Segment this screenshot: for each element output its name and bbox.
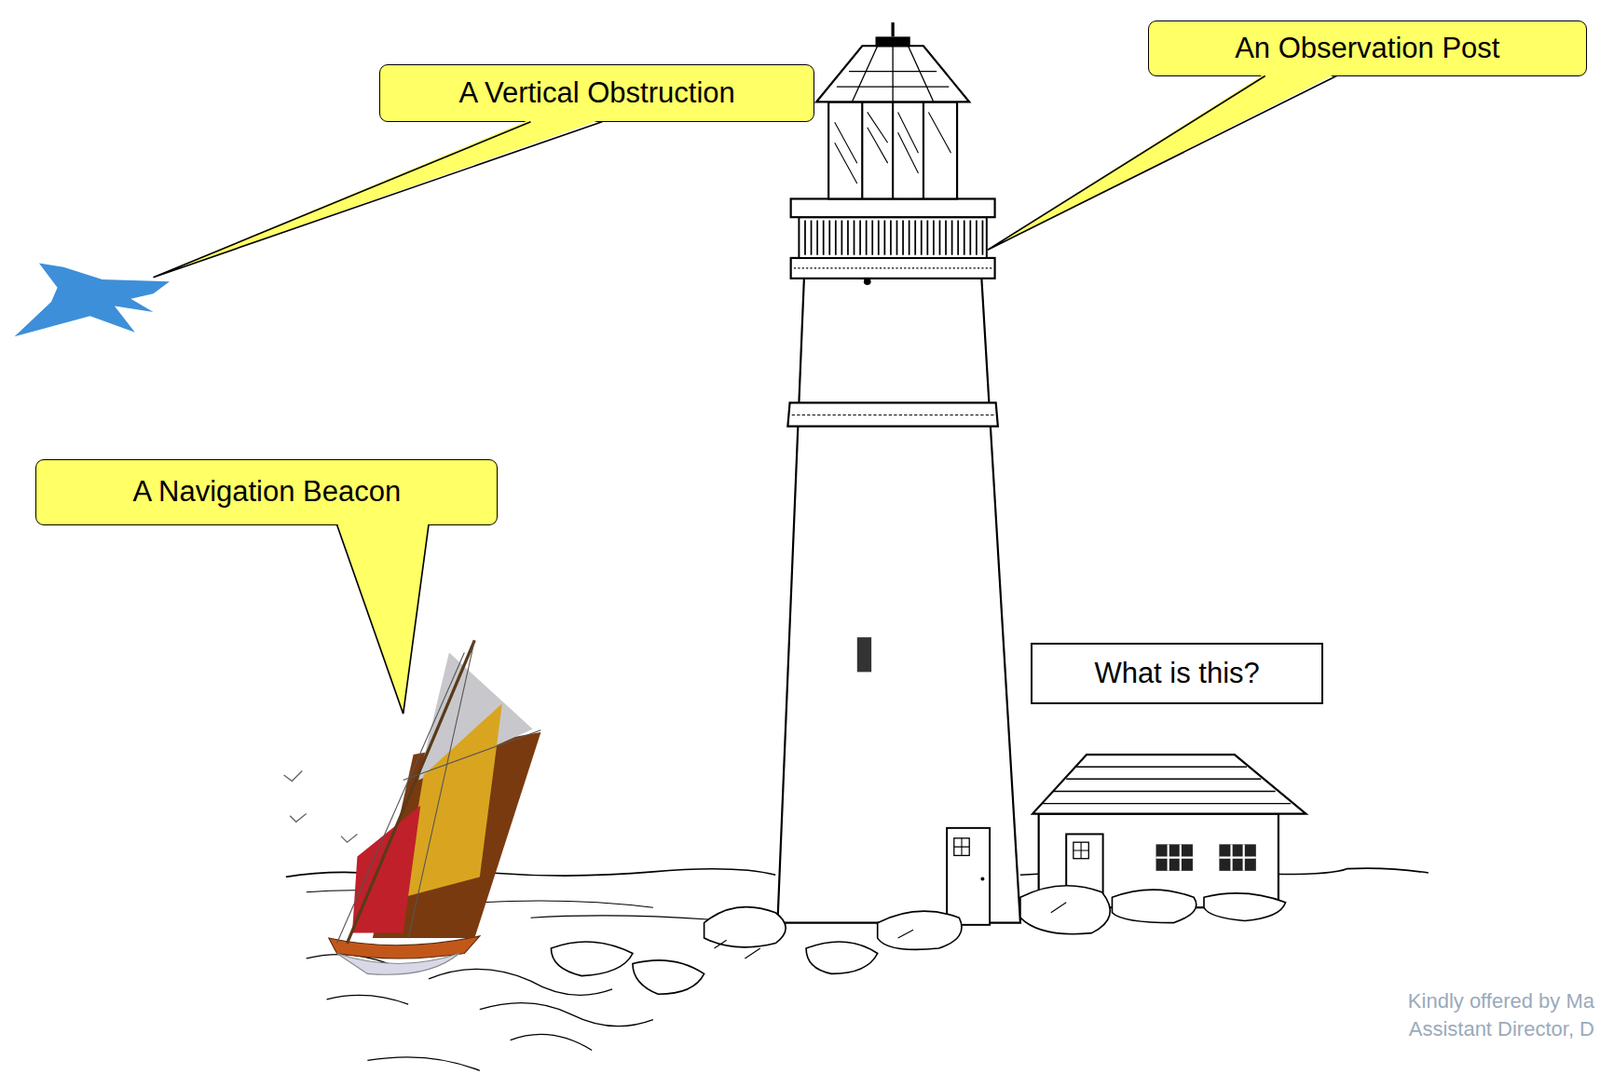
callout-box: A Navigation Beacon	[35, 459, 498, 526]
callout-pointer-outline	[337, 524, 430, 714]
window-grid	[1156, 844, 1257, 871]
rock	[806, 942, 878, 974]
callout-box: A Vertical Obstruction	[379, 64, 814, 123]
callout-box: An Observation Post	[1148, 20, 1587, 77]
node-label: An Observation Post	[1234, 32, 1500, 65]
question-box: What is this?	[1030, 642, 1324, 705]
ring-hatch	[793, 267, 992, 269]
callout-pointer-outline	[987, 76, 1337, 251]
callout-pointer-outline	[152, 122, 602, 278]
boat-spray	[337, 954, 460, 976]
rock	[704, 907, 787, 948]
door-knob	[980, 877, 985, 882]
gallery-railing	[798, 217, 986, 259]
rigging	[337, 640, 542, 944]
finial	[890, 22, 894, 37]
credit-note: Kindly offered by Ma	[1408, 989, 1595, 1014]
band-hatch	[792, 414, 997, 416]
roof-shingles	[1042, 766, 1291, 804]
lantern-room	[828, 101, 958, 199]
house-door-cross	[1073, 842, 1089, 860]
jet-silhouette	[14, 262, 170, 337]
lantern-mullions	[861, 101, 924, 199]
house-door-window	[1073, 842, 1089, 860]
callout-pointer	[337, 521, 430, 714]
roof-lines	[836, 45, 949, 102]
railing-bars	[805, 219, 983, 255]
tower-body	[777, 278, 1021, 924]
rock	[632, 960, 705, 995]
tower-window	[857, 637, 872, 672]
rock-hatch	[714, 902, 1067, 959]
node-label: A Navigation Beacon	[132, 476, 401, 508]
tower-door	[946, 828, 990, 926]
lantern-glass-hatch	[834, 111, 952, 184]
callout-pointer	[987, 73, 1337, 250]
house-roof	[1032, 754, 1306, 814]
gallery-ring	[791, 258, 996, 279]
surf-lines	[306, 955, 654, 1072]
lantern-roof	[816, 45, 970, 102]
node-label: What is this?	[1094, 657, 1259, 690]
door-window-cross	[954, 838, 970, 857]
gallery-platform	[791, 198, 996, 218]
roof-cap	[875, 36, 911, 47]
gold-sail	[403, 703, 503, 898]
rock	[877, 911, 962, 950]
credit-note: Assistant Director, D	[1408, 1017, 1595, 1042]
rock	[550, 942, 633, 977]
birds	[284, 771, 358, 844]
node-label: A Vertical Obstruction	[458, 77, 735, 110]
rock	[1020, 886, 1110, 935]
tower-band	[787, 402, 998, 426]
rock	[1203, 893, 1286, 922]
mast	[346, 640, 475, 944]
callout-pointer	[152, 119, 602, 278]
rock	[1111, 889, 1196, 924]
red-sail	[352, 806, 421, 934]
door-window	[954, 838, 970, 857]
